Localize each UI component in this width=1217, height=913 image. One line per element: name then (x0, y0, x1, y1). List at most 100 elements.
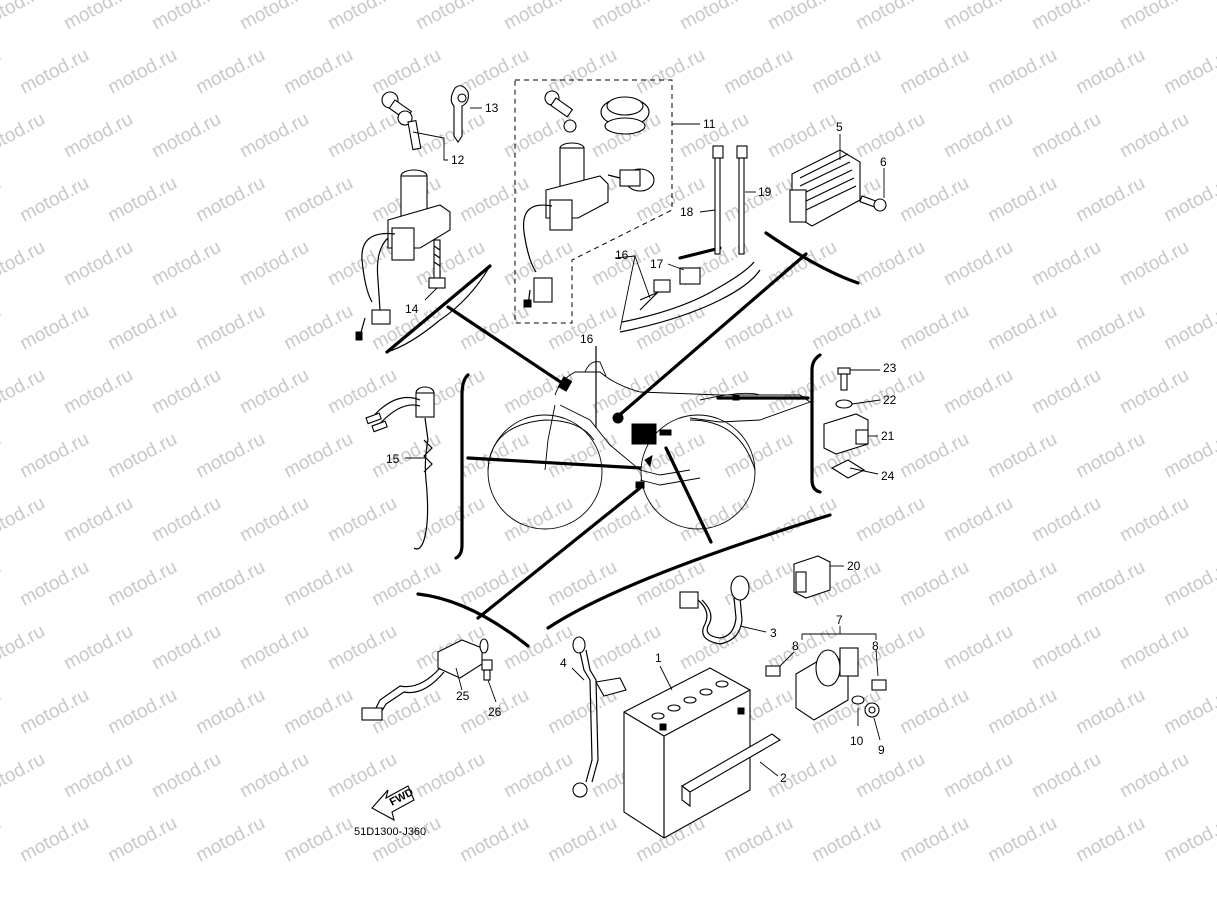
watermark-text: motod.ru (1028, 749, 1104, 803)
watermark-text: motod.ru (984, 45, 1060, 99)
neutral-switch-icon (607, 168, 655, 192)
watermark-text: motod.ru (60, 237, 136, 291)
watermark-text: motod.ru (1116, 237, 1192, 291)
watermark-text: motod.ru (1072, 813, 1148, 867)
switch-set-group (514, 79, 700, 324)
watermark-text: motod.ru (192, 685, 268, 739)
watermark-text: motod.ru (896, 813, 972, 867)
diagram-code: 51D1300-J360 (354, 826, 426, 838)
callout-17: 17 (650, 257, 664, 271)
callout-26: 26 (488, 705, 502, 719)
relay-assembly (823, 367, 881, 479)
watermark-text: motod.ru (940, 109, 1016, 163)
watermark-text: motod.ru (852, 237, 928, 291)
cable-ties (699, 145, 756, 255)
watermark-text: motod.ru (192, 557, 268, 611)
cap-icon (871, 679, 887, 691)
watermark-text: motod.ru (984, 813, 1060, 867)
watermark-text: motod.ru (236, 109, 312, 163)
fuel-cap-icon (600, 96, 650, 135)
callout-21: 21 (881, 429, 895, 443)
watermark-text: motod.ru (280, 45, 356, 99)
watermark-text: motod.ru (544, 301, 620, 355)
watermark-text: motod.ru (720, 301, 796, 355)
watermark-text: motod.ru (456, 429, 532, 483)
watermark-text: motod.ru (896, 45, 972, 99)
callout-10: 10 (850, 734, 864, 748)
watermark-text: motod.ru (1116, 365, 1192, 419)
battery-cable-plus (679, 575, 767, 645)
watermark-text: motod.ru (1028, 493, 1104, 547)
watermark-text: motod.ru (1028, 621, 1104, 675)
watermark-text: motod.ru (0, 749, 49, 803)
callout-9: 9 (878, 743, 885, 757)
watermark-text: motod.ru (764, 749, 840, 803)
watermark-text: motod.ru (1072, 45, 1148, 99)
watermark-text: motod.ru (0, 685, 5, 739)
watermark-text: motod.ru (368, 429, 444, 483)
watermark-text: motod.ru (1072, 173, 1148, 227)
watermark-text: motod.ru (720, 173, 796, 227)
handlebar-switch-icon (361, 638, 489, 721)
watermark-text: motod.ru (148, 0, 224, 34)
brake-switch-assembly (365, 386, 435, 550)
callout-6: 6 (880, 155, 887, 169)
watermark-text: motod.ru (852, 621, 928, 675)
callout-20: 20 (847, 559, 861, 573)
watermark-text: motod.ru (896, 429, 972, 483)
motorcycle-outline (487, 361, 811, 530)
watermark-text: motod.ru (412, 0, 488, 34)
watermark-text: motod.ru (632, 45, 708, 99)
watermark-text: motod.ru (60, 0, 136, 34)
watermark-text: motod.ru (676, 493, 752, 547)
watermark-text: motod.ru (676, 621, 752, 675)
callout-8b: 8 (872, 639, 879, 653)
watermark-text: motod.ru (280, 301, 356, 355)
watermark-text: motod.ru (368, 45, 444, 99)
watermark-text: motod.ru (544, 813, 620, 867)
watermark-text: motod.ru (764, 109, 840, 163)
callout-18: 18 (680, 205, 694, 219)
watermark-text: motod.ru (1160, 301, 1217, 355)
watermark-text: motod.ru (984, 685, 1060, 739)
watermark-text: motod.ru (324, 493, 400, 547)
watermark-text: motod.ru (500, 493, 576, 547)
rectifier-regulator (789, 134, 887, 227)
watermark-text: motod.ru (148, 237, 224, 291)
watermark-text: motod.ru (1028, 0, 1104, 34)
ignition-coil-icon (795, 647, 859, 721)
watermark-text: motod.ru (0, 365, 49, 419)
watermark-text: motod.ru (1028, 237, 1104, 291)
watermark-text: motod.ru (368, 813, 444, 867)
callout-3: 3 (770, 626, 777, 640)
bolt-icon (837, 367, 851, 391)
washer-icon (835, 399, 853, 409)
watermark-text: motod.ru (764, 0, 840, 34)
watermark-text: motod.ru (0, 45, 5, 99)
watermark-text: motod.ru (192, 301, 268, 355)
watermark-text: motod.ru (852, 109, 928, 163)
watermark-text: motod.ru (808, 45, 884, 99)
callout-12: 12 (451, 153, 465, 167)
watermark-text: motod.ru (940, 621, 1016, 675)
watermark-text: motod.ru (1116, 109, 1192, 163)
watermark-text: motod.ru (764, 493, 840, 547)
watermark-text: motod.ru (500, 365, 576, 419)
watermark-text: motod.ru (1116, 493, 1192, 547)
watermark-text: motod.ru (1116, 621, 1192, 675)
callout-2: 2 (780, 771, 787, 785)
watermark-text: motod.ru (412, 749, 488, 803)
watermark-text: motod.ru (236, 493, 312, 547)
watermark-text: motod.ru (60, 109, 136, 163)
watermark-text: motod.ru (324, 621, 400, 675)
watermark-text: motod.ru (984, 429, 1060, 483)
watermark-text: motod.ru (192, 813, 268, 867)
washer-icon (851, 695, 865, 705)
watermark-text: motod.ru (1072, 429, 1148, 483)
callout-16a: 16 (615, 248, 629, 262)
watermark-text: motod.ru (588, 621, 664, 675)
relay-icon (823, 413, 869, 455)
callout-22: 22 (883, 393, 897, 407)
watermark-text: motod.ru (940, 493, 1016, 547)
